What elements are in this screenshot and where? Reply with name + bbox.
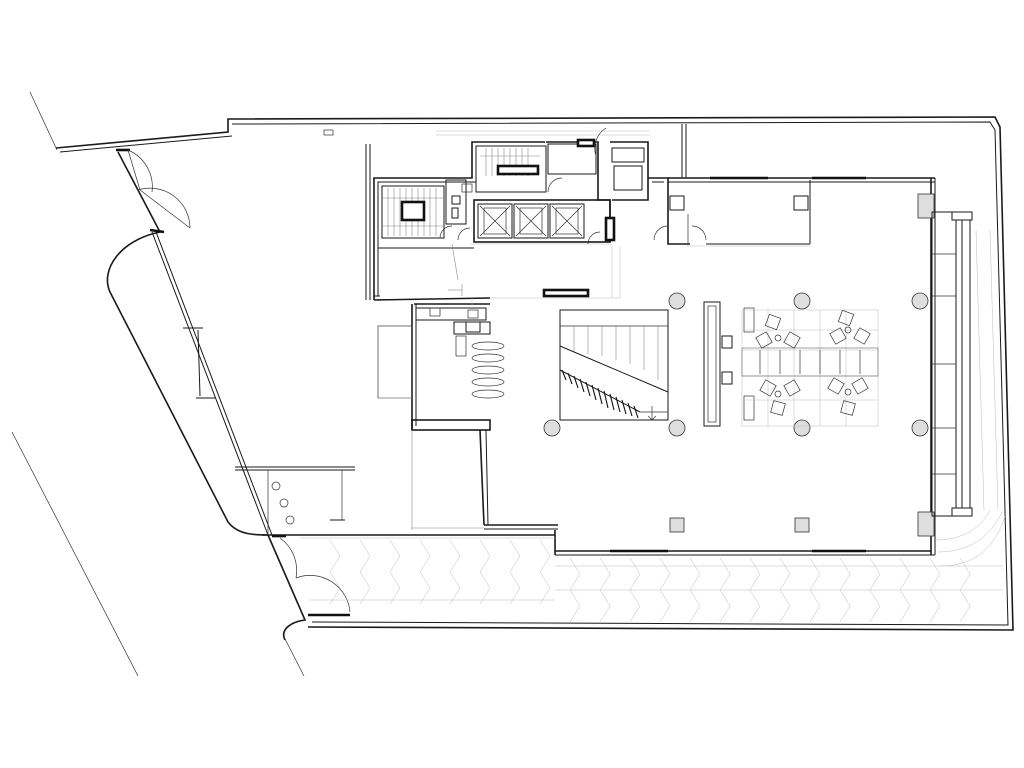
exterior-paving bbox=[300, 229, 1006, 623]
feature-staircase bbox=[559, 309, 669, 421]
main-hall-wall bbox=[484, 178, 936, 556]
building-core bbox=[365, 127, 650, 301]
bench bbox=[931, 211, 973, 517]
elevator-2 bbox=[513, 203, 549, 239]
decorative-fixtures bbox=[271, 129, 334, 525]
kitchen-area bbox=[377, 303, 505, 530]
bar-stools bbox=[471, 341, 505, 399]
armchair-group-top-right bbox=[829, 309, 871, 345]
door-symbol[interactable] bbox=[542, 288, 590, 298]
elevator-1 bbox=[477, 203, 513, 239]
armchair-group-bottom-left bbox=[759, 379, 801, 416]
facade-mullions bbox=[183, 327, 355, 535]
exterior-wall bbox=[55, 116, 1014, 641]
entrance-door-bottom[interactable] bbox=[272, 534, 351, 617]
armchair-group-top-left bbox=[755, 313, 801, 349]
lounge-area bbox=[703, 301, 879, 427]
corridor-guides bbox=[471, 245, 810, 306]
armchair-group-bottom-right bbox=[827, 377, 869, 416]
interior-partitions bbox=[648, 124, 935, 245]
elevator-3 bbox=[549, 203, 585, 239]
entrance-door-top[interactable] bbox=[116, 148, 191, 234]
site-boundary bbox=[11, 91, 305, 677]
columns bbox=[543, 292, 929, 533]
